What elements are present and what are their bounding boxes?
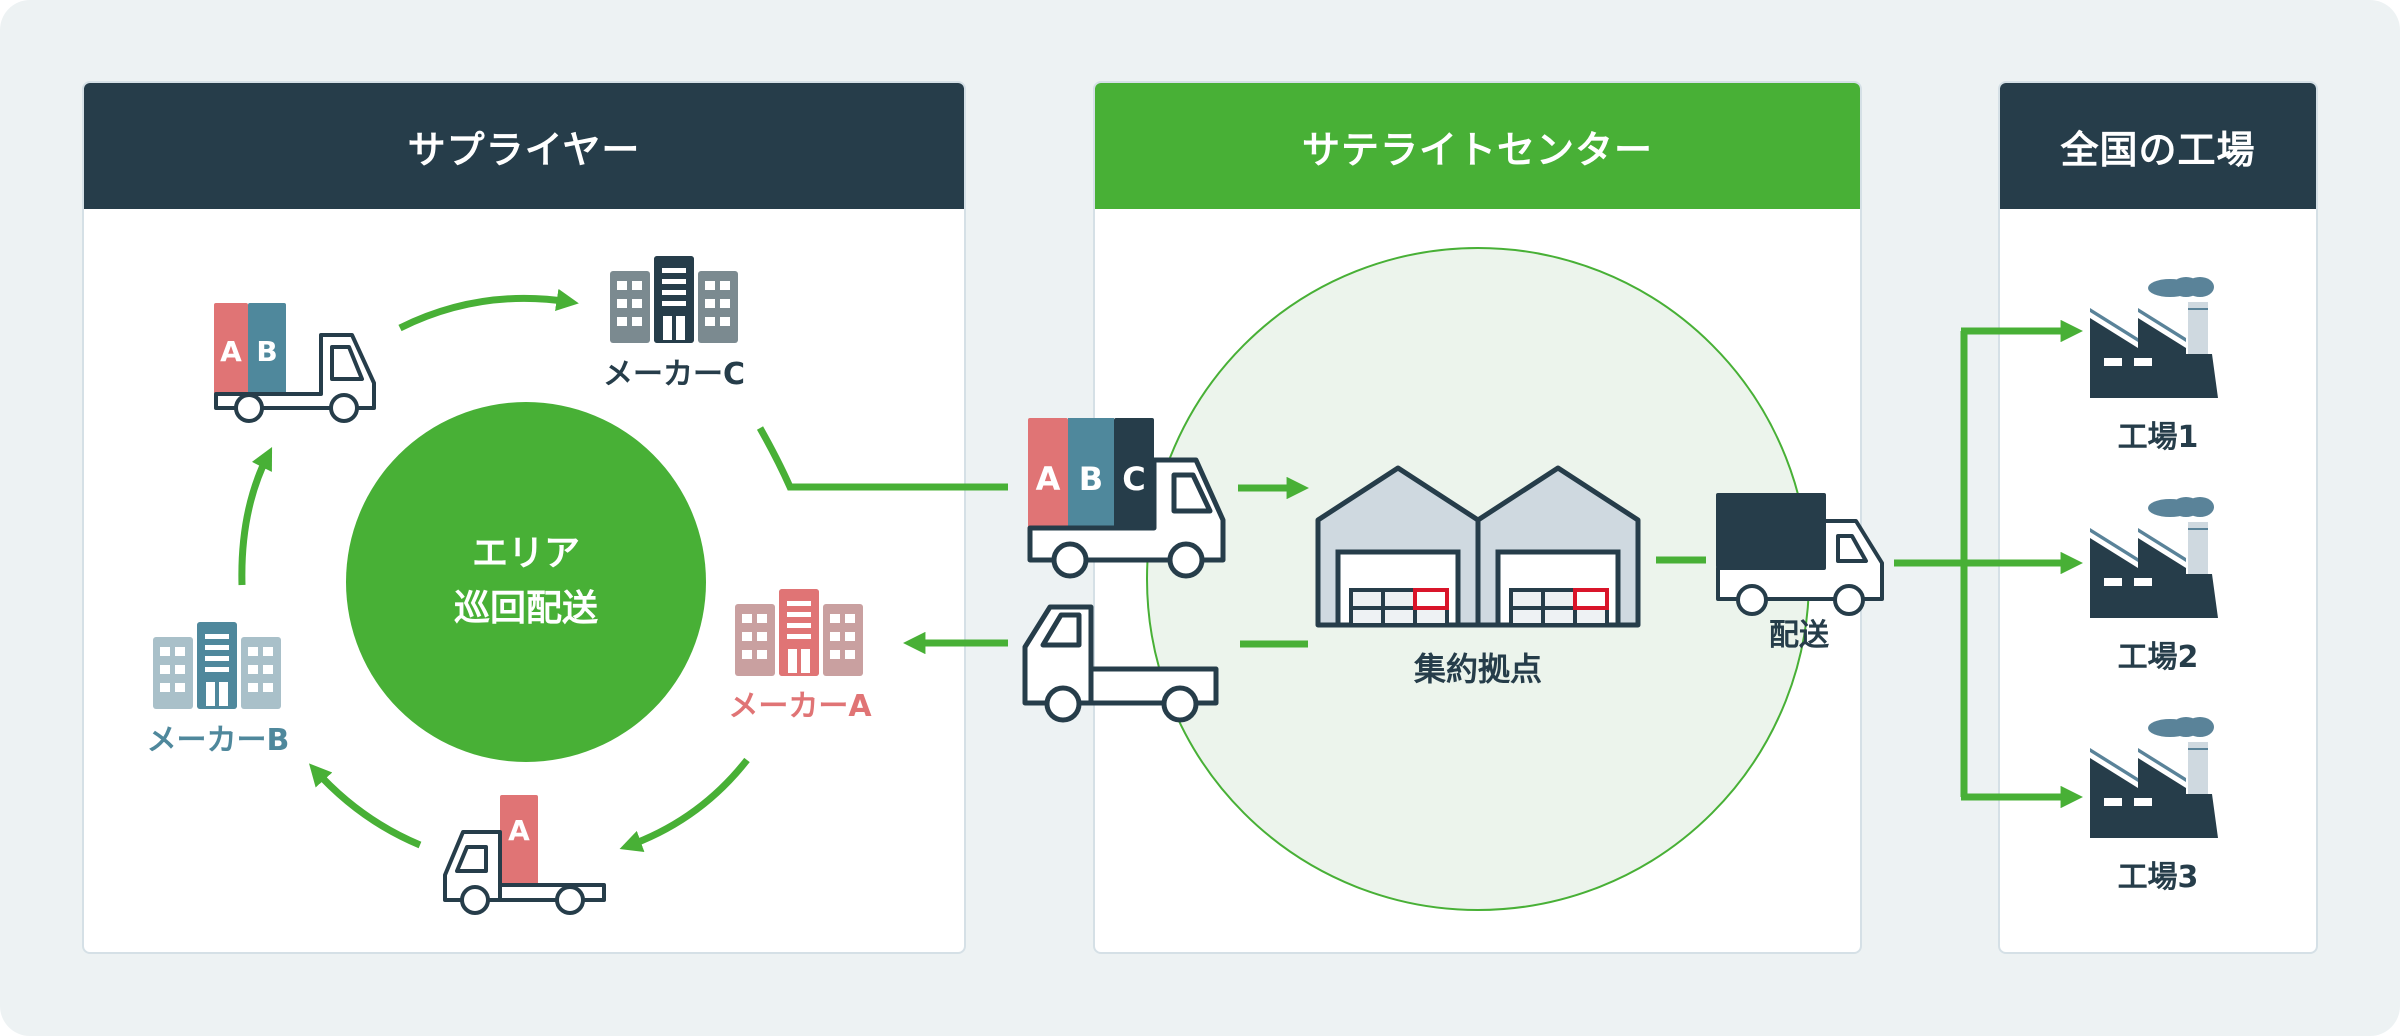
factories-panel: 全国の工場 (1998, 81, 2318, 954)
factories-panel-header: 全国の工場 (2000, 83, 2316, 209)
satellite-center-panel-header: サテライトセンター (1095, 83, 1860, 209)
supplier-panel: サプライヤー (82, 81, 966, 954)
factories-panel-title: 全国の工場 (2060, 127, 2256, 172)
supplier-panel-header: サプライヤー (84, 83, 964, 209)
satellite-center-panel: サテライトセンター (1093, 81, 1862, 954)
satellite-center-panel-title: サテライトセンター (1301, 127, 1653, 172)
supplier-panel-title: サプライヤー (407, 127, 641, 172)
truck-abc-cargo-a: A (1036, 460, 1061, 498)
